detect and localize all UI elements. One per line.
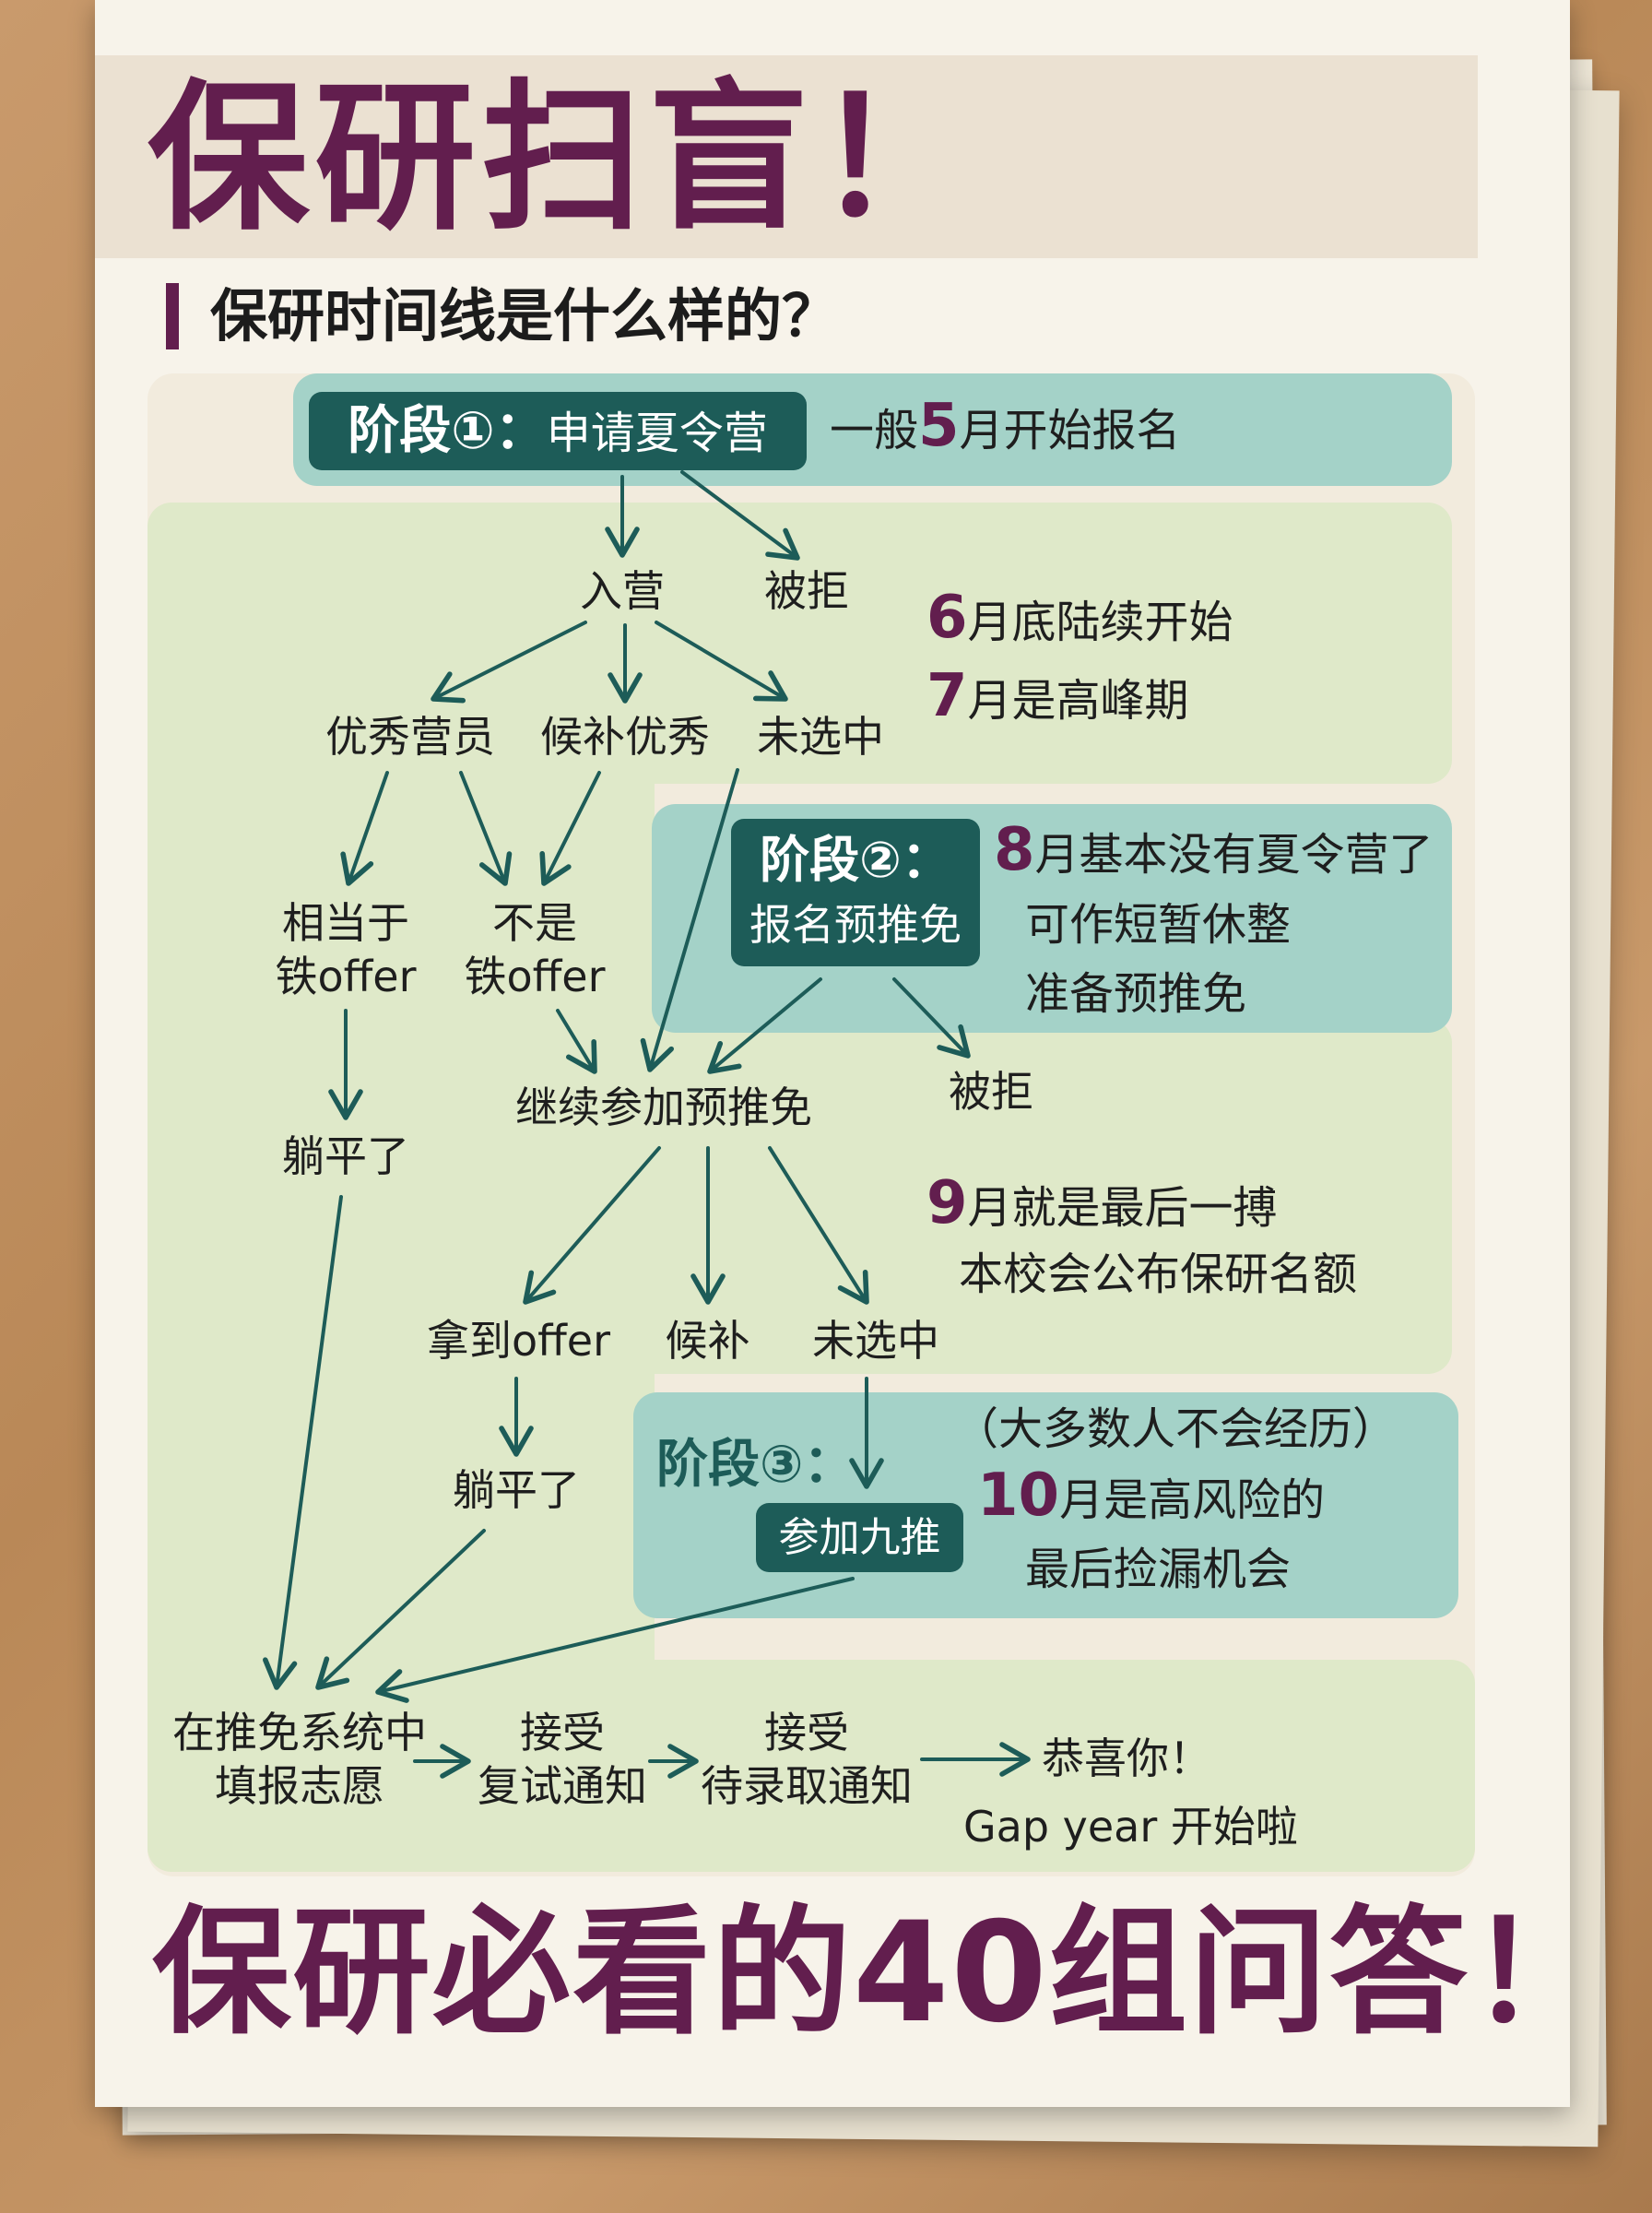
note-october-text: 月是高风险的	[1059, 1474, 1326, 1526]
node-camp-in: 入营	[580, 566, 665, 616]
bottom-title: 保研必看的40组问答！	[152, 1893, 1610, 2053]
note-september-line2: 本校会公布保研名额	[959, 1249, 1358, 1300]
node-iron-offer-line2: 铁offer	[275, 952, 417, 1001]
arrow-excellent-to-iron	[340, 771, 389, 886]
stage1-note-prefix: 一般	[830, 405, 919, 456]
stage2-label: 阶段②：	[760, 831, 951, 889]
arrow-not-selected-to-continue	[640, 768, 739, 1072]
node-waitlist: 候补	[665, 1316, 750, 1366]
note-september-number: 9	[926, 1169, 968, 1237]
node-not-selected-2: 未选中	[812, 1316, 939, 1366]
note-august-text: 月基本没有夏令营了	[1034, 829, 1434, 881]
arrow-excellent-to-not-iron	[459, 771, 513, 886]
node-continue-pre: 继续参加预推免	[515, 1083, 812, 1132]
arrow-stage3-to-fill	[375, 1577, 855, 1703]
note-october-line3: 最后捡漏机会	[1025, 1544, 1292, 1595]
note-october: 10月是高风险的	[977, 1466, 1326, 1528]
stage3-label: 阶段③：	[656, 1435, 856, 1495]
note-october-number: 10	[977, 1462, 1060, 1530]
note-july-text: 月是高峰期	[967, 675, 1189, 727]
node-camp-rejected: 被拒	[764, 566, 849, 616]
arrow-not-iron-to-continue	[556, 1009, 597, 1074]
stage1-label: 阶段①：	[348, 401, 547, 461]
stage1-note-suffix: 月开始报名	[959, 405, 1181, 456]
note-august: 8月基本没有夏令营了	[994, 821, 1434, 882]
node-congrats-line1: 恭喜你！	[1042, 1734, 1211, 1783]
node-fill-line2: 填报志愿	[215, 1761, 384, 1811]
arrow-camp-in-to-not-selected	[655, 621, 788, 702]
arrow-stage2-to-continue	[707, 977, 822, 1074]
arrow-lie-flat2-to-fill	[315, 1529, 486, 1690]
node-accept-retest-line1: 接受	[520, 1708, 605, 1757]
node-pre-rejected: 被拒	[949, 1067, 1033, 1117]
node-not-iron-line2: 铁offer	[464, 952, 606, 1001]
note-july: 7月是高峰期	[926, 667, 1189, 728]
node-accept-admit-line2: 待录取通知	[701, 1761, 913, 1811]
node-iron-offer-line1: 相当于	[282, 898, 409, 948]
node-not-selected-1: 未选中	[757, 712, 884, 762]
stage1-pill: 阶段①：申请夏令营	[309, 392, 807, 470]
stage3-pill: 参加九推	[756, 1503, 963, 1572]
node-waitlist-excellent: 候补优秀	[540, 712, 710, 762]
node-lie-flat-2: 躺平了	[453, 1465, 580, 1515]
stage1-name: 申请夏令营	[546, 408, 768, 459]
note-august-line2: 可作短暂休整	[1025, 899, 1292, 951]
note-august-line3: 准备预推免	[1025, 968, 1247, 1020]
note-september: 9月就是最后一搏	[926, 1174, 1278, 1236]
arrow-continue-to-not-selected	[768, 1146, 869, 1305]
arrow-stage2-to-rejected	[892, 977, 971, 1059]
arrow-waitlist-to-not-iron	[539, 771, 601, 886]
subtitle: 保研时间线是什么样的？	[210, 282, 840, 349]
node-accept-retest-line2: 复试通知	[478, 1761, 647, 1811]
stage2-name: 报名预推免	[749, 900, 962, 950]
zone-final	[148, 1660, 1475, 1872]
node-lie-flat-1: 躺平了	[282, 1131, 409, 1181]
arrow-lie-flat1-to-fill	[262, 1195, 343, 1690]
note-august-number: 8	[994, 816, 1035, 884]
page-title: 保研扫盲！	[148, 65, 982, 253]
node-not-iron-line1: 不是	[492, 898, 577, 948]
stage2-pill: 阶段②： 报名预推免	[731, 819, 980, 966]
arrow-stage1-to-rejected	[680, 470, 800, 561]
note-july-number: 7	[926, 662, 968, 730]
arrow-camp-in-to-excellent	[431, 621, 587, 704]
node-accept-admit-line1: 接受	[764, 1708, 849, 1757]
zone-pre-recommend	[461, 1019, 1452, 1374]
node-congrats-line2: Gap year 开始啦	[963, 1802, 1298, 1852]
note-june-text: 月底陆续开始	[967, 597, 1233, 648]
node-excellent: 优秀营员	[325, 712, 495, 762]
title-band	[95, 55, 1478, 258]
stage1-note: 一般5月开始报名	[830, 396, 1181, 458]
note-june: 6月底陆续开始	[926, 588, 1233, 650]
note-september-text: 月就是最后一搏	[967, 1182, 1278, 1234]
subtitle-bar	[166, 283, 179, 349]
node-fill-line1: 在推免系统中	[172, 1708, 427, 1757]
note-october-line1: （大多数人不会经历）	[954, 1403, 1398, 1455]
node-get-offer: 拿到offer	[426, 1316, 611, 1366]
arrow-continue-to-offer	[523, 1146, 661, 1305]
stage1-note-number: 5	[918, 392, 960, 460]
note-june-number: 6	[926, 584, 968, 652]
